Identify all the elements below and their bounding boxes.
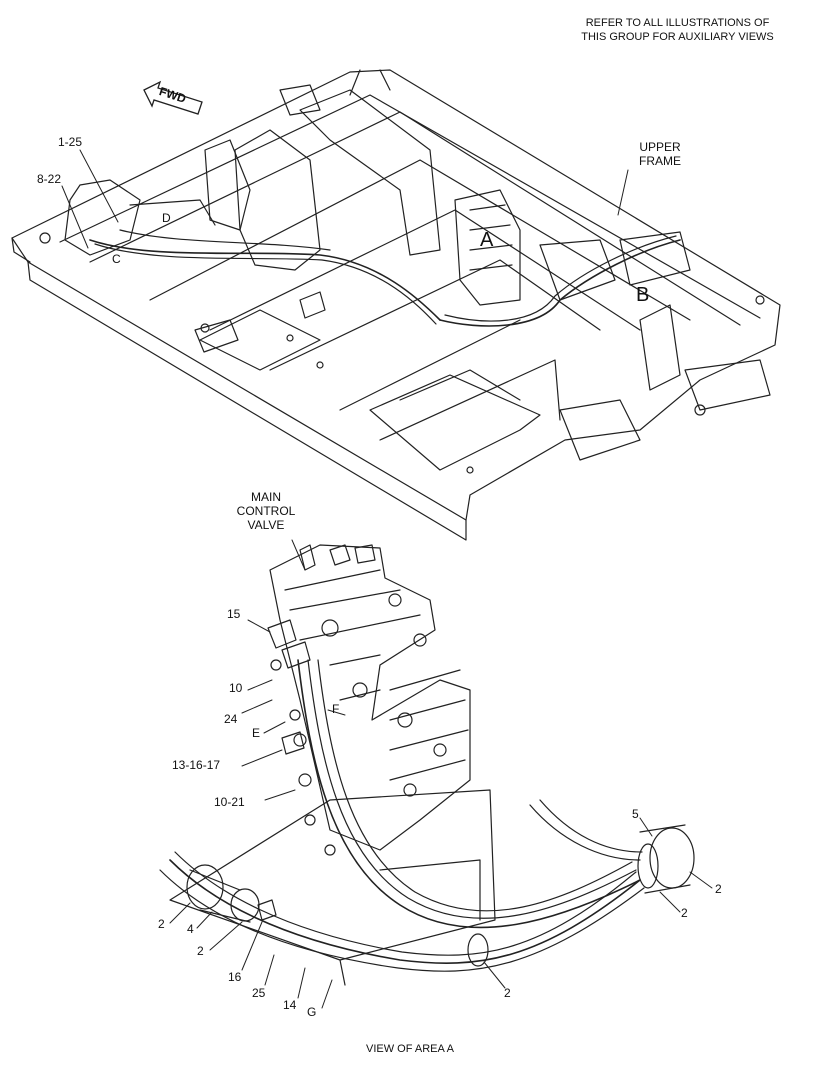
callout-24: 24 [224, 712, 238, 726]
callout-e: E [252, 726, 261, 740]
upper-frame-label: UPPER FRAME [630, 140, 690, 168]
reference-note-line1: REFER TO ALL ILLUSTRATIONS OF [585, 17, 770, 29]
view-caption: VIEW OF AREA A [365, 1043, 455, 1055]
callout-g: G [307, 1005, 317, 1019]
callout-f: F [332, 702, 340, 716]
reference-note: REFER TO ALL ILLUSTRATIONS OF THIS GROUP… [555, 16, 800, 44]
callout-2-right-mid: 2 [681, 906, 688, 920]
forward-arrow-icon [143, 80, 203, 115]
callout-5: 5 [632, 807, 639, 821]
view-c-marker: C [112, 252, 121, 266]
mcv-label-line2: CONTROL [236, 504, 296, 518]
callout-10: 10 [229, 681, 243, 695]
upper-frame-illustration [11, 69, 781, 541]
view-d-marker: D [162, 211, 171, 225]
callout-16: 16 [228, 970, 242, 984]
callout-2-right-top: 2 [715, 882, 722, 896]
forward-arrow: FWD [142, 80, 206, 118]
callout-2-left-bottom: 2 [197, 944, 204, 958]
detail-view-illustration [159, 539, 713, 1009]
area-a-marker: A [480, 229, 494, 251]
callout-2-bottom: 2 [504, 986, 511, 1000]
callout-25: 25 [252, 986, 266, 1000]
callout-14: 14 [283, 998, 297, 1012]
main-control-valve-label: MAIN CONTROL VALVE [226, 490, 306, 532]
upper-frame-label-line1: UPPER [639, 140, 681, 154]
callout-1-25: 1-25 [58, 135, 83, 149]
callout-4: 4 [187, 922, 194, 936]
callout-15: 15 [227, 607, 241, 621]
mcv-label-line1: MAIN [251, 490, 281, 504]
area-b-marker: B [636, 284, 650, 306]
callout-10-21: 10-21 [214, 795, 245, 809]
upper-frame-label-line2: FRAME [639, 154, 681, 168]
mcv-label-line3: VALVE [247, 518, 285, 532]
reference-note-line2: THIS GROUP FOR AUXILIARY VIEWS [581, 31, 774, 43]
callout-8-22: 8-22 [37, 172, 62, 186]
callout-13-16-17: 13-16-17 [172, 758, 221, 772]
callout-2-left-top: 2 [158, 917, 165, 931]
